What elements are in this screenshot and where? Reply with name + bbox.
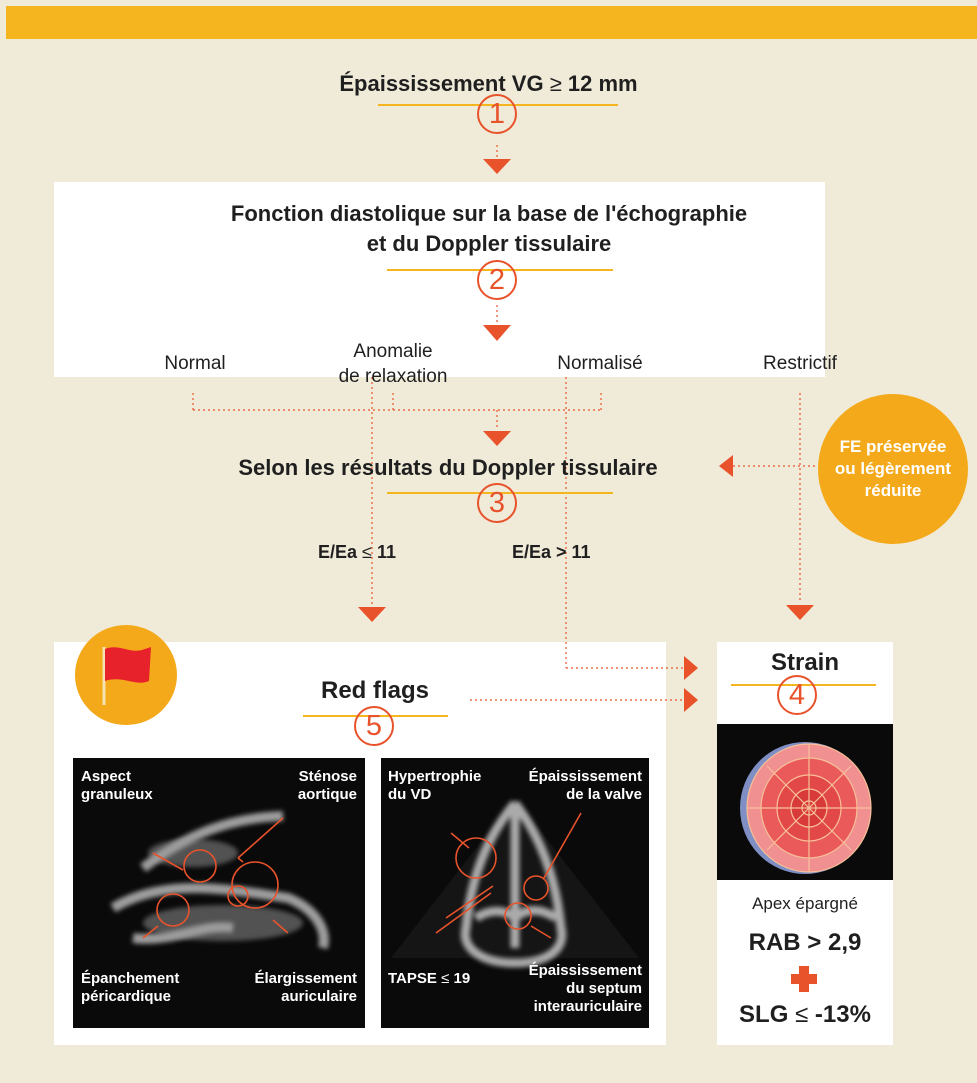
rab-label: RAB > 2,9	[717, 928, 893, 958]
arrow-redflags-to-strain	[684, 688, 698, 712]
step1-sign: ≥	[550, 71, 562, 96]
category-normal: Normal	[145, 352, 245, 376]
strain-number: 4	[777, 675, 817, 715]
slg-value: -13%	[815, 1001, 871, 1028]
arrow-to-step3	[483, 431, 511, 446]
label-tapse: TAPSE ≤ 19	[388, 970, 470, 988]
label-hypertrophie-line1: Hypertrophie	[388, 768, 481, 786]
flag-icon	[75, 625, 177, 725]
step3-title: Selon les résultats du Doppler tissulair…	[146, 454, 750, 482]
strain-title: Strain	[717, 648, 893, 678]
arrow-ratio-to-strain	[684, 656, 698, 680]
label-aspect-line2: granuleux	[81, 786, 153, 804]
fe-badge-line2: ou légèrement	[835, 458, 951, 480]
slg-label: SLG ≤ -13%	[717, 1000, 893, 1030]
red-flag-icon	[75, 625, 177, 725]
fe-badge-line3: réduite	[865, 480, 922, 502]
step3-number: 3	[477, 483, 517, 523]
category-anomalie-line2: de relaxation	[313, 365, 473, 389]
red-flags-number: 5	[354, 706, 394, 746]
label-hypertrophie-line2: du VD	[388, 786, 431, 804]
label-epanchement-line2: péricardique	[81, 988, 171, 1006]
label-stenose-line2: aortique	[298, 786, 357, 804]
label-septum-line1: Épaississement	[529, 962, 642, 980]
label-elargissement-line1: Élargissement	[254, 970, 357, 988]
arrow-to-step2	[483, 159, 511, 174]
step2-title-line1: Fonction diastolique sur la base de l'éc…	[154, 200, 824, 228]
red-flags-title: Red flags	[290, 676, 460, 706]
fe-badge-line1: FE préservée	[840, 436, 947, 458]
label-septum-line2: du septum	[566, 980, 642, 998]
bullseye-plot	[717, 724, 893, 880]
slg-sign: ≤	[795, 1001, 808, 1028]
echo-image-parasternal: Aspect granuleux Sténose aortique Épanch…	[73, 758, 365, 1028]
ratio-low-wrap: E/Ea ≤ 11	[318, 541, 396, 563]
arrow-to-categories	[483, 325, 511, 341]
ratio-low-sign: ≤	[362, 542, 372, 562]
arrow-restrictif-to-strain	[786, 605, 814, 620]
fe-badge: FE préservée ou légèrement réduite	[818, 394, 968, 544]
ratio-low-value: 11	[377, 542, 396, 562]
echo-image-apical: Hypertrophie du VD Épaississement de la …	[381, 758, 649, 1028]
apex-label: Apex épargné	[717, 892, 893, 916]
tapse-value: 19	[453, 970, 470, 987]
arrow-to-red-flags	[358, 607, 386, 622]
step1-value: 12 mm	[568, 71, 638, 96]
step1-number: 1	[477, 94, 517, 134]
step2-title-line2: et du Doppler tissulaire	[154, 230, 824, 258]
category-normalise: Normalisé	[540, 352, 660, 376]
label-valve-line1: Épaississement	[529, 768, 642, 786]
tapse-sign: ≤	[441, 970, 449, 987]
category-restrictif: Restrictif	[745, 352, 855, 376]
label-septum-line3: interauriculaire	[534, 998, 642, 1016]
label-aspect-line1: Aspect	[81, 768, 131, 786]
slg-label-text: SLG	[739, 1001, 788, 1028]
ratio-high: E/Ea > 11	[512, 541, 591, 563]
label-elargissement-line2: auriculaire	[281, 988, 357, 1006]
bullseye-image	[717, 724, 893, 880]
step2-number: 2	[477, 260, 517, 300]
label-valve-line2: de la valve	[566, 786, 642, 804]
ratio-low-label: E/Ea	[318, 542, 357, 562]
category-anomalie-line1: Anomalie	[313, 340, 473, 364]
step1-title: Épaississement VG ≥ 12 mm	[250, 70, 727, 98]
label-stenose-line1: Sténose	[299, 768, 357, 786]
plus-icon-v	[799, 966, 809, 992]
label-epanchement-line1: Épanchement	[81, 970, 179, 988]
plus-icon	[791, 966, 817, 992]
tapse-label: TAPSE	[388, 970, 437, 987]
step1-label: Épaississement VG	[339, 71, 543, 96]
